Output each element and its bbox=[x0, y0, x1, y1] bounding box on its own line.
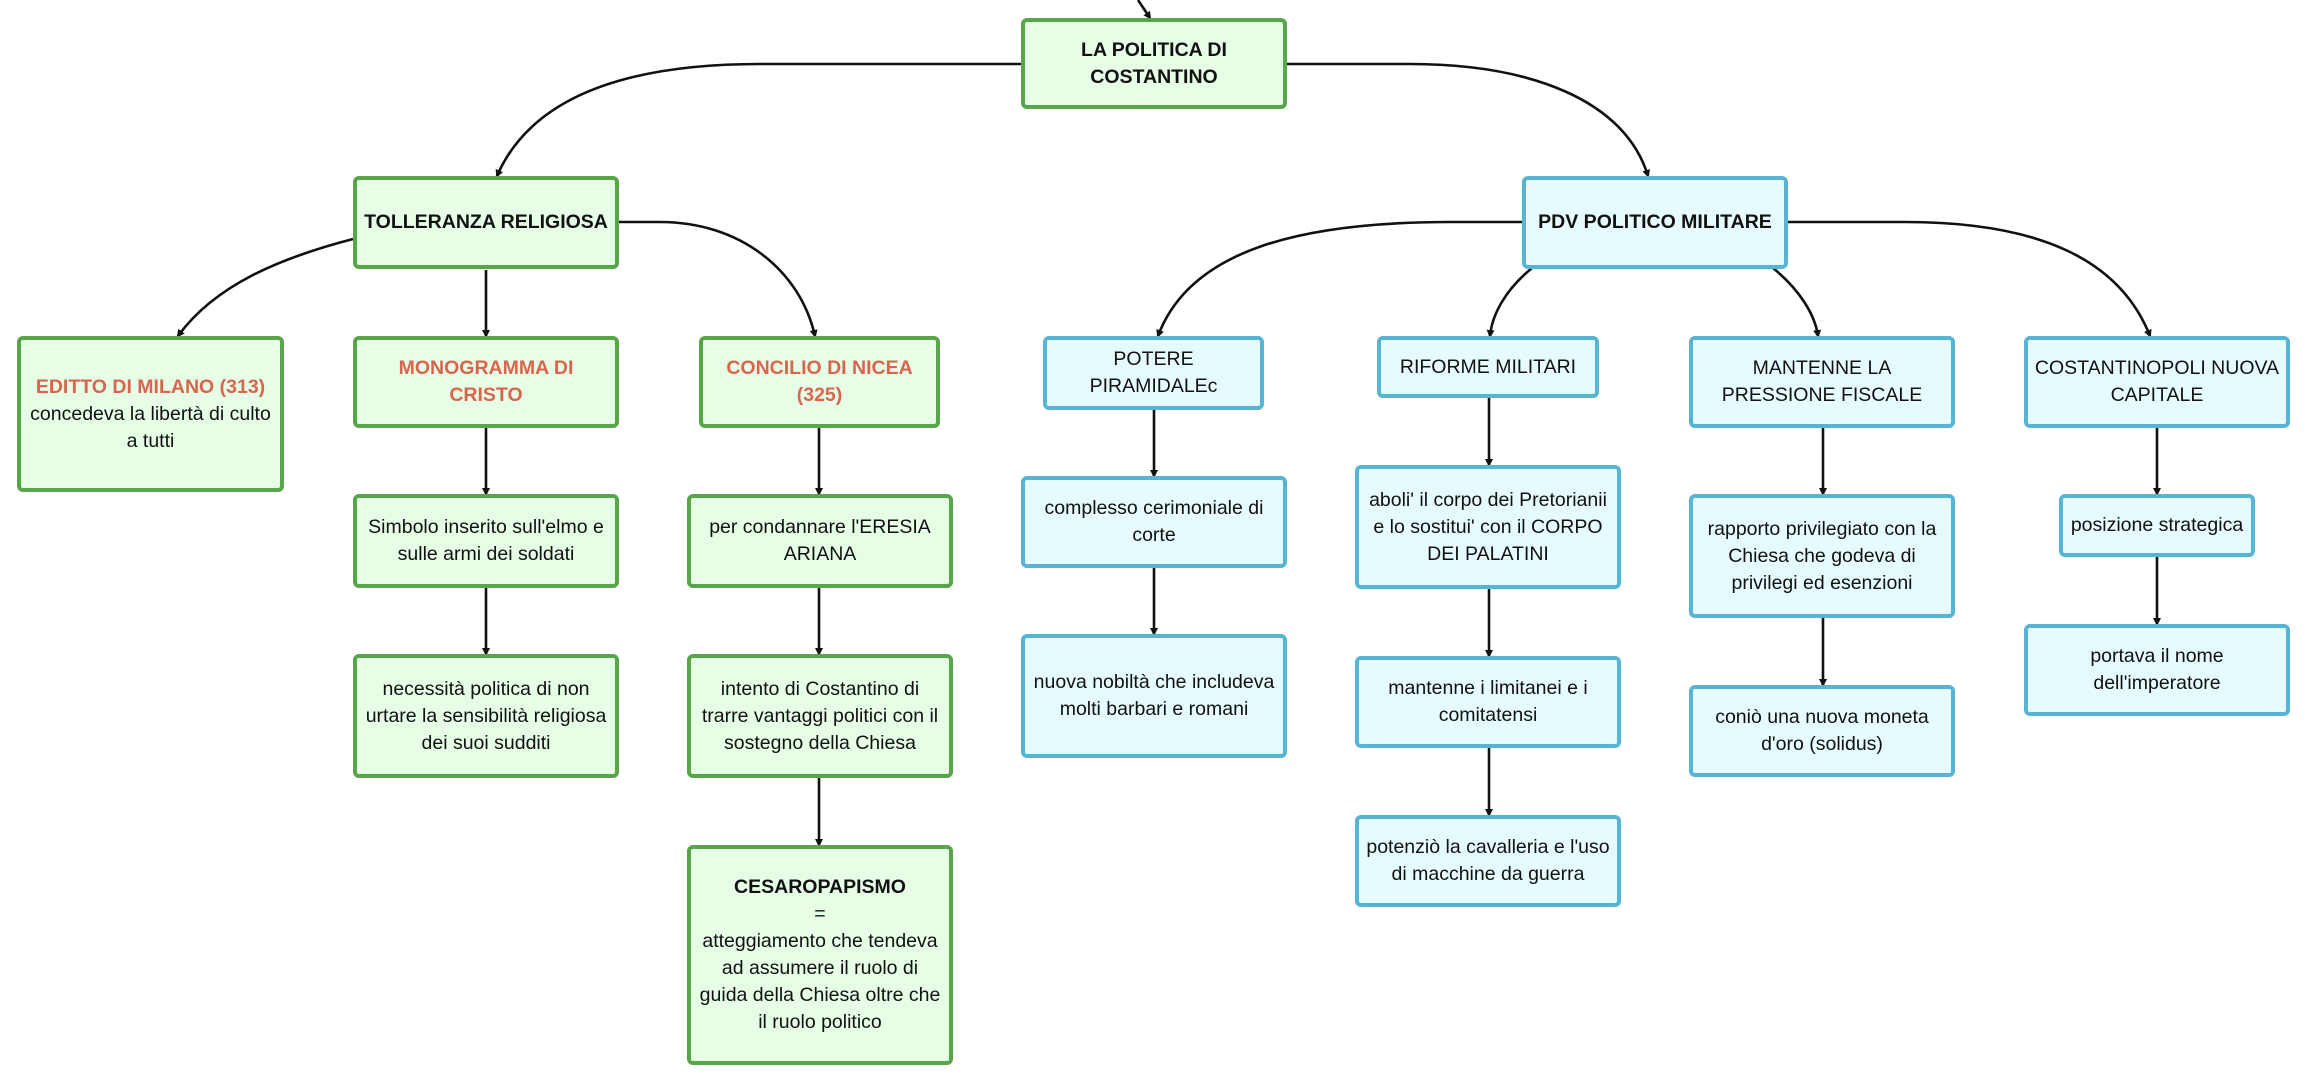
edge-tolleranza-editto bbox=[176, 237, 354, 338]
tolleranza-label: TOLLERANZA RELIGIOSA bbox=[364, 211, 608, 233]
cavalleria-node[interactable]: potenziò la cavalleria e l'uso di macchi… bbox=[1355, 815, 1621, 907]
edge-pdv-capitale bbox=[1786, 220, 2152, 338]
simbolo-text: Simbolo inserito sull'elmo e sulle armi … bbox=[368, 516, 604, 565]
capitale-text: COSTANTINOPOLI NUOVA CAPITALE bbox=[2034, 357, 2280, 406]
moneta-text: coniò una nuova moneta d'oro (solidus) bbox=[1715, 706, 1929, 755]
limitanei-node[interactable]: mantenne i limitanei e i comitatensi bbox=[1355, 656, 1621, 748]
edge-incoming-root bbox=[1136, 0, 1152, 20]
concilio-node[interactable]: CONCILIO DI NICEA (325) bbox=[699, 336, 940, 428]
posizione-text: posizione strategica bbox=[2070, 514, 2244, 536]
nome-text: portava il nome dell'imperatore bbox=[2090, 645, 2224, 694]
necessita-node[interactable]: necessità politica di non urtare la sens… bbox=[353, 654, 619, 778]
edge-pdv-potere bbox=[1156, 220, 1522, 338]
edge-pdv-pressione bbox=[1772, 266, 1822, 338]
riforme-node[interactable]: RIFORME MILITARI bbox=[1377, 336, 1599, 398]
aboli-node[interactable]: aboli' il corpo dei Pretorianii e lo sos… bbox=[1355, 465, 1621, 589]
editto-title: EDITTO DI MILANO (313) bbox=[35, 375, 266, 398]
monogramma-node[interactable]: MONOGRAMMA DI CRISTO bbox=[353, 336, 619, 428]
cavalleria-text: potenziò la cavalleria e l'uso di macchi… bbox=[1366, 836, 1610, 885]
cerimoniale-text: complesso cerimoniale di corte bbox=[1044, 497, 1264, 546]
limitanei-text: mantenne i limitanei e i comitatensi bbox=[1388, 677, 1588, 726]
edge-pdv-riforme bbox=[1486, 266, 1533, 338]
monogramma-title: MONOGRAMMA DI CRISTO bbox=[398, 357, 574, 406]
cesaropapismo-text: atteggiamento che tendeva ad assumere il… bbox=[699, 930, 941, 1033]
pdv-node[interactable]: PDV POLITICO MILITARE bbox=[1522, 176, 1788, 269]
simbolo-node[interactable]: Simbolo inserito sull'elmo e sulle armi … bbox=[353, 494, 619, 588]
concilio-title: CONCILIO DI NICEA (325) bbox=[726, 357, 913, 406]
root-label: LA POLITICA DI COSTANTINO bbox=[1081, 38, 1227, 88]
pressione-node[interactable]: MANTENNE LA PRESSIONE FISCALE bbox=[1689, 336, 1955, 428]
pdv-label: PDV POLITICO MILITARE bbox=[1538, 211, 1772, 233]
nome-node[interactable]: portava il nome dell'imperatore bbox=[2024, 624, 2290, 716]
eresia-text: per condannare l'ERESIA ARIANA bbox=[709, 516, 931, 565]
potere-text: POTERE PIRAMIDALEc bbox=[1089, 348, 1218, 397]
intento-node[interactable]: intento di Costantino di trarre vantaggi… bbox=[687, 654, 953, 778]
aboli-text: aboli' il corpo dei Pretorianii e lo sos… bbox=[1369, 488, 1607, 565]
editto-node[interactable]: EDITTO DI MILANO (313) concedeva la libe… bbox=[17, 336, 284, 492]
cesaropapismo-node[interactable]: CESAROPAPISMO = atteggiamento che tendev… bbox=[687, 845, 953, 1065]
potere-node[interactable]: POTERE PIRAMIDALEc bbox=[1043, 336, 1264, 410]
cesaropapismo-title: CESAROPAPISMO bbox=[734, 876, 906, 898]
capitale-node[interactable]: COSTANTINOPOLI NUOVA CAPITALE bbox=[2024, 336, 2290, 428]
nobilta-text: nuova nobiltà che includeva molti barbar… bbox=[1033, 671, 1275, 720]
rapporto-text: rapporto privilegiato con la Chiesa che … bbox=[1707, 517, 1937, 594]
cesaropapismo-equals: = bbox=[814, 903, 826, 925]
tolleranza-node[interactable]: TOLLERANZA RELIGIOSA bbox=[353, 176, 619, 269]
intento-text: intento di Costantino di trarre vantaggi… bbox=[701, 677, 939, 754]
edge-tolleranza-concilio bbox=[618, 220, 818, 338]
pressione-text: MANTENNE LA PRESSIONE FISCALE bbox=[1721, 357, 1923, 406]
nobilta-node[interactable]: nuova nobiltà che includeva molti barbar… bbox=[1021, 634, 1287, 758]
editto-text: concedeva la libertà di culto a tutti bbox=[30, 402, 271, 452]
cerimoniale-node[interactable]: complesso cerimoniale di corte bbox=[1021, 476, 1287, 568]
rapporto-node[interactable]: rapporto privilegiato con la Chiesa che … bbox=[1689, 494, 1955, 618]
eresia-node[interactable]: per condannare l'ERESIA ARIANA bbox=[687, 494, 953, 588]
edge-root-pdv bbox=[1285, 62, 1651, 178]
riforme-text: RIFORME MILITARI bbox=[1399, 355, 1577, 378]
posizione-node[interactable]: posizione strategica bbox=[2059, 494, 2255, 557]
edge-root-tolleranza bbox=[495, 62, 1022, 178]
necessita-text: necessità politica di non urtare la sens… bbox=[365, 677, 607, 754]
moneta-node[interactable]: coniò una nuova moneta d'oro (solidus) bbox=[1689, 685, 1955, 777]
root-node[interactable]: LA POLITICA DI COSTANTINO bbox=[1021, 18, 1287, 109]
